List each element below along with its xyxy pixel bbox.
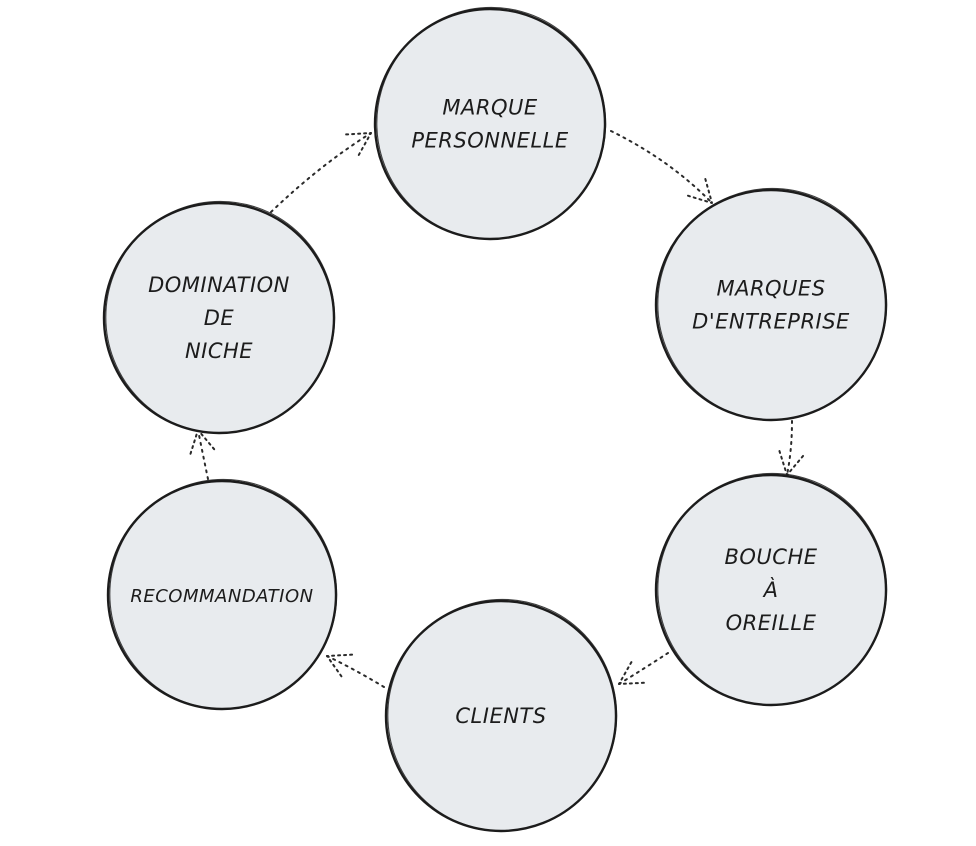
node-circle-outline bbox=[105, 200, 336, 434]
node-label-line: MARQUE bbox=[442, 96, 537, 120]
node-label-line: RECOMMANDATION bbox=[130, 586, 313, 607]
node-label-line: NICHE bbox=[185, 339, 253, 363]
node-marque-personnelle: MARQUE PERSONNELLE bbox=[373, 6, 607, 241]
node-circle-outline bbox=[109, 478, 338, 710]
node-circle-outline bbox=[657, 472, 888, 706]
node-label-line: D'ENTREPRISE bbox=[692, 310, 850, 334]
node-label: MARQUES D'ENTREPRISE bbox=[692, 277, 850, 334]
edge-line bbox=[326, 655, 385, 688]
edges-layer bbox=[189, 130, 805, 688]
nodes-layer: MARQUE PERSONNELLE MARQUES D'ENTREPRISE BOUC… bbox=[102, 6, 888, 833]
node-label-line: MARQUES bbox=[716, 277, 825, 301]
edge-marque-personnelle-to-marques-entreprise bbox=[610, 130, 713, 204]
node-label-line: CLIENTS bbox=[455, 704, 546, 728]
edge-line bbox=[270, 132, 372, 213]
node-label: RECOMMANDATION bbox=[130, 586, 313, 607]
edge-line bbox=[610, 130, 713, 204]
node-label-line: OREILLE bbox=[726, 611, 817, 635]
node-label: MARQUE PERSONNELLE bbox=[411, 96, 568, 153]
node-label-line: PERSONNELLE bbox=[411, 129, 568, 153]
edge-recommandation-to-domination-de-niche bbox=[189, 429, 216, 480]
node-circle-outline bbox=[376, 6, 607, 240]
node-clients: CLIENTS bbox=[384, 598, 618, 833]
node-recommandation: RECOMMANDATION bbox=[106, 478, 338, 711]
arrow-head-icon bbox=[686, 177, 713, 204]
node-label: CLIENTS bbox=[455, 704, 546, 728]
edge-marques-entreprise-to-bouche-a-oreille bbox=[778, 420, 805, 476]
arrow-head-icon bbox=[326, 653, 354, 678]
edge-bouche-a-oreille-to-clients bbox=[618, 652, 669, 685]
node-circle-outline bbox=[657, 187, 888, 421]
arrow-head-icon bbox=[778, 450, 805, 476]
node-label-line: DOMINATION bbox=[148, 273, 290, 297]
edge-line bbox=[786, 420, 793, 476]
node-label: DOMINATION DE NICHE bbox=[148, 273, 290, 363]
node-marques-entreprise: MARQUES D'ENTREPRISE bbox=[654, 187, 888, 422]
edge-line bbox=[618, 652, 669, 685]
node-bouche-a-oreille: BOUCHE À OREILLE bbox=[654, 472, 888, 707]
edge-clients-to-recommandation bbox=[326, 653, 385, 688]
edge-domination-de-niche-to-marque-personnelle bbox=[270, 132, 372, 213]
node-label-line: À bbox=[762, 577, 779, 602]
edge-line bbox=[197, 429, 209, 480]
node-label-line: BOUCHE bbox=[724, 545, 817, 569]
arrow-head-icon bbox=[344, 132, 372, 156]
node-domination-de-niche: DOMINATION DE NICHE bbox=[102, 200, 336, 435]
arrow-head-icon bbox=[618, 661, 646, 685]
node-label: BOUCHE À OREILLE bbox=[724, 545, 817, 635]
node-circle-outline bbox=[387, 598, 618, 832]
node-label-line: DE bbox=[204, 306, 235, 330]
